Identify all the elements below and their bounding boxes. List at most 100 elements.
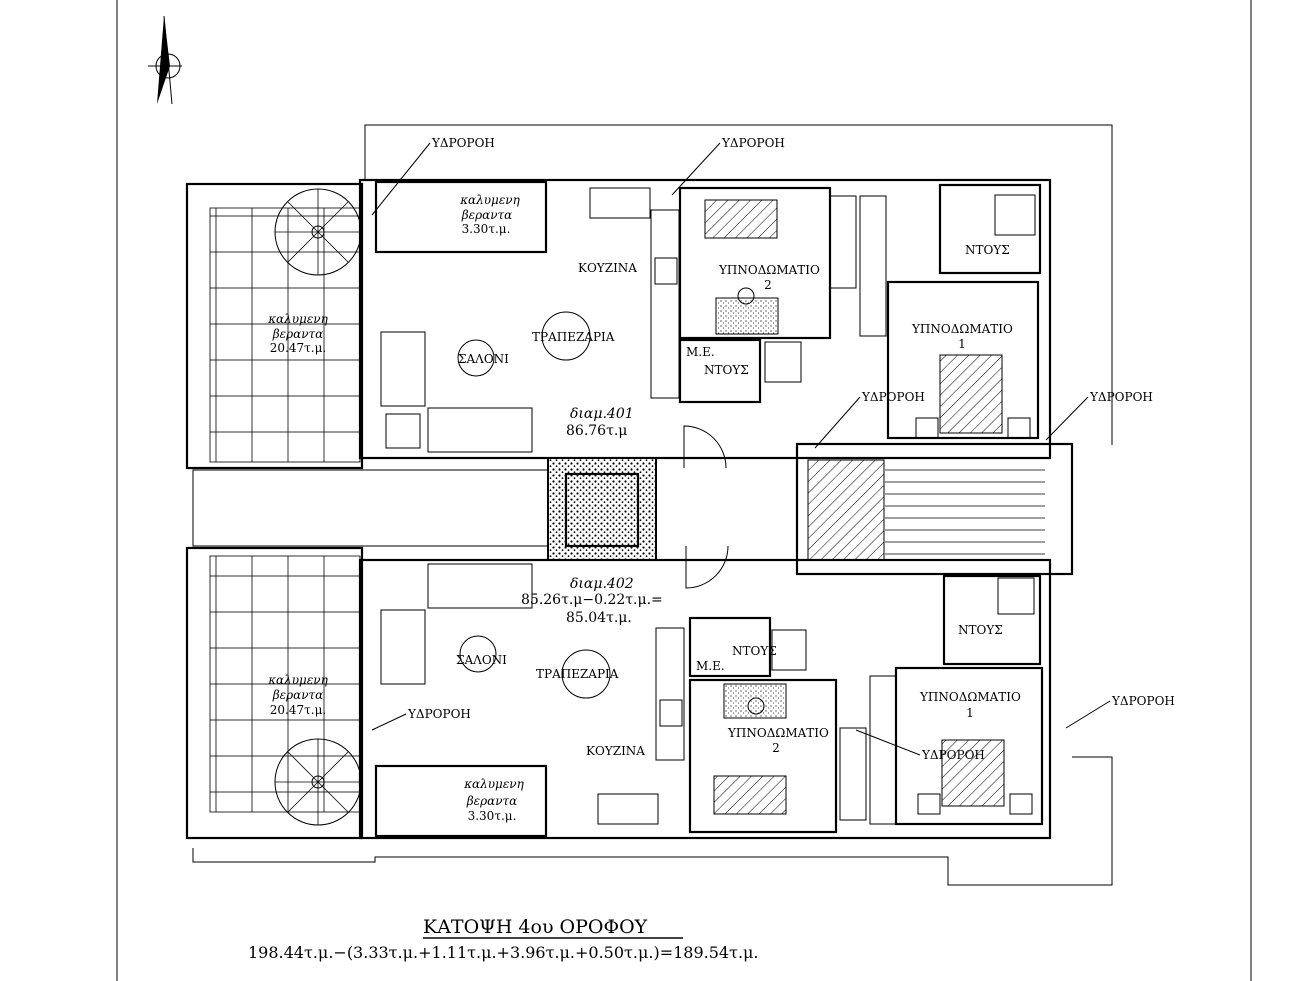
upper-bath-main — [938, 183, 1042, 275]
lower-nightstand-right — [1009, 793, 1033, 815]
lower-large-veranda-word: βεραντα — [272, 688, 324, 702]
lower-kitchen-side — [655, 627, 685, 761]
upper-entry-door-icon — [683, 425, 727, 469]
upper-sofa-side-icon — [380, 331, 426, 407]
lower-small-veranda-name: καλυμενη — [463, 777, 524, 791]
upper-nightstand-left — [915, 417, 939, 439]
lower-sofa-side-icon — [380, 609, 426, 685]
upper-drain-label-2: ΥΔΡΟΡΟΗ — [721, 136, 785, 150]
upper-nightstand-right — [1007, 417, 1031, 439]
lower-bed-1-icon — [941, 739, 1005, 807]
upper-drain-label-3: ΥΔΡΟΡΟΗ — [861, 390, 925, 404]
drawing-title: ΚΑΤΟΨΗ 4ου ΟΡΟΦΟΥ — [423, 916, 648, 938]
corridor-left — [192, 469, 549, 547]
lower-wardrobe-2 — [869, 675, 897, 825]
drawing-area-formula: 198.44τ.μ.−(3.33τ.μ.+1.11τ.μ.+3.96τ.μ.+0… — [248, 943, 759, 962]
upper-table-icon — [457, 339, 495, 377]
upper-drain-leader-4 — [1045, 396, 1089, 441]
lower-apartment-area-calc: 85.26τ.μ−0.22τ.μ.= — [521, 592, 663, 608]
upper-wardrobe-2 — [859, 195, 887, 337]
upper-stove-icon — [654, 257, 678, 285]
lower-small-veranda-area: 3.30τ.μ. — [468, 809, 517, 823]
lower-drain-leader-2 — [855, 729, 921, 756]
lower-bath-main-label: ΝΤΟΥΣ — [958, 623, 1003, 637]
lower-bath-small — [688, 616, 772, 678]
upper-drain-leader-1 — [371, 142, 431, 216]
upper-wardrobe — [829, 195, 857, 289]
upper-kitchen-label: ΚΟΥΖΙΝΑ — [578, 261, 637, 275]
lower-apartment-area: 85.04τ.μ. — [566, 610, 632, 626]
upper-small-veranda-word: βεραντα — [461, 208, 513, 222]
lower-spiral-stair-icon — [274, 738, 362, 826]
lower-dining-label: ΤΡΑΠΕΖΑΡΙΑ — [536, 667, 619, 681]
lower-large-veranda-name: καλυμενη — [267, 673, 328, 687]
upper-bath-main-label: ΝΤΟΥΣ — [965, 243, 1010, 257]
lower-drain-label-1: ΥΔΡΟΡΟΗ — [407, 707, 471, 721]
upper-bed-1-icon — [939, 354, 1003, 434]
upper-armchair-icon — [385, 413, 421, 449]
lower-large-veranda-area: 20.47τ.μ. — [270, 703, 326, 717]
upper-drain-label-4: ΥΔΡΟΡΟΗ — [1089, 390, 1153, 404]
site-outline — [364, 124, 1113, 445]
lower-bath-small-label: ΝΤΟΥΣ — [732, 644, 777, 658]
upper-chair-2-icon — [737, 287, 755, 305]
upper-large-veranda-word: βεραντα — [272, 327, 324, 341]
upper-unit — [185, 178, 1052, 470]
upper-kitchen-counter — [589, 187, 651, 219]
stair-core — [795, 442, 1074, 576]
upper-large-veranda-area: 20.47τ.μ. — [270, 341, 326, 355]
lower-bedroom-2 — [688, 678, 838, 834]
upper-shower-main-icon — [994, 194, 1036, 236]
upper-small-veranda-name: καλυμενη — [459, 193, 520, 207]
upper-veranda-small — [374, 180, 548, 254]
lower-drain-leader-1 — [371, 713, 407, 731]
lower-bedroom-1-number: 1 — [966, 706, 974, 720]
upper-apartment-area: 86.76τ.μ — [566, 423, 627, 439]
lower-shower-small-icon — [771, 629, 807, 671]
lower-chair-2-icon — [747, 697, 765, 715]
upper-bedroom-1-label: ΥΠΝΟΔΩΜΑΤΙΟ — [911, 322, 1013, 336]
lower-unit — [185, 545, 1052, 840]
lower-me-label: Μ.Ε. — [696, 659, 725, 673]
lower-small-veranda-word: βεραντα — [466, 794, 518, 808]
lower-bath-main — [942, 574, 1042, 666]
lower-desk-2-icon — [723, 683, 787, 719]
lower-drain-leader-3 — [1065, 700, 1111, 729]
upper-me-label: Μ.Ε. — [686, 345, 715, 359]
upper-bath-small — [678, 338, 762, 404]
upper-bed-2-icon — [704, 199, 778, 239]
upper-large-veranda-name: καλυμενη — [267, 312, 328, 326]
lower-sofa-icon — [427, 563, 533, 609]
lower-bedroom-1-label: ΥΠΝΟΔΩΜΑΤΙΟ — [919, 690, 1021, 704]
stair-treads — [885, 457, 1045, 555]
lower-veranda-large — [185, 546, 364, 840]
upper-veranda-large — [185, 182, 364, 470]
upper-spiral-stair-icon — [274, 188, 362, 276]
upper-drain-label-1: ΥΔΡΟΡΟΗ — [431, 136, 495, 150]
lower-shower-main-icon — [997, 577, 1035, 615]
upper-bedroom-2-number: 2 — [764, 278, 772, 292]
lower-living-label: ΣΑΛΟΝΙ — [456, 653, 507, 667]
stair-landing-hatch — [807, 459, 885, 561]
lower-bedroom-2-label: ΥΠΝΟΔΩΜΑΤΙΟ — [727, 726, 829, 740]
upper-shower-small-icon — [764, 341, 802, 383]
lower-kitchen-counter — [597, 793, 659, 825]
upper-dining-label: ΤΡΑΠΕΖΑΡΙΑ — [532, 330, 615, 344]
lower-dining-table-icon — [561, 649, 611, 699]
lower-veranda-small — [374, 764, 548, 838]
upper-living-label: ΣΑΛΟΝΙ — [458, 352, 509, 366]
lower-drain-label-3: ΥΔΡΟΡΟΗ — [1111, 694, 1175, 708]
lower-stove-icon — [659, 699, 683, 727]
upper-bedroom-1-number: 1 — [958, 337, 966, 351]
upper-kitchen-side — [650, 209, 680, 399]
lower-bedroom-2-number: 2 — [772, 741, 780, 755]
elevator-cab — [564, 472, 640, 548]
lower-nightstand-left — [917, 793, 941, 815]
lower-wardrobe — [839, 727, 867, 821]
north-arrow-icon — [148, 15, 182, 105]
lower-veranda-tiles — [209, 555, 361, 813]
site-outline-lower — [192, 756, 1113, 886]
lower-kitchen-label: ΚΟΥΖΙΝΑ — [586, 744, 645, 758]
upper-desk-2-icon — [715, 297, 779, 335]
